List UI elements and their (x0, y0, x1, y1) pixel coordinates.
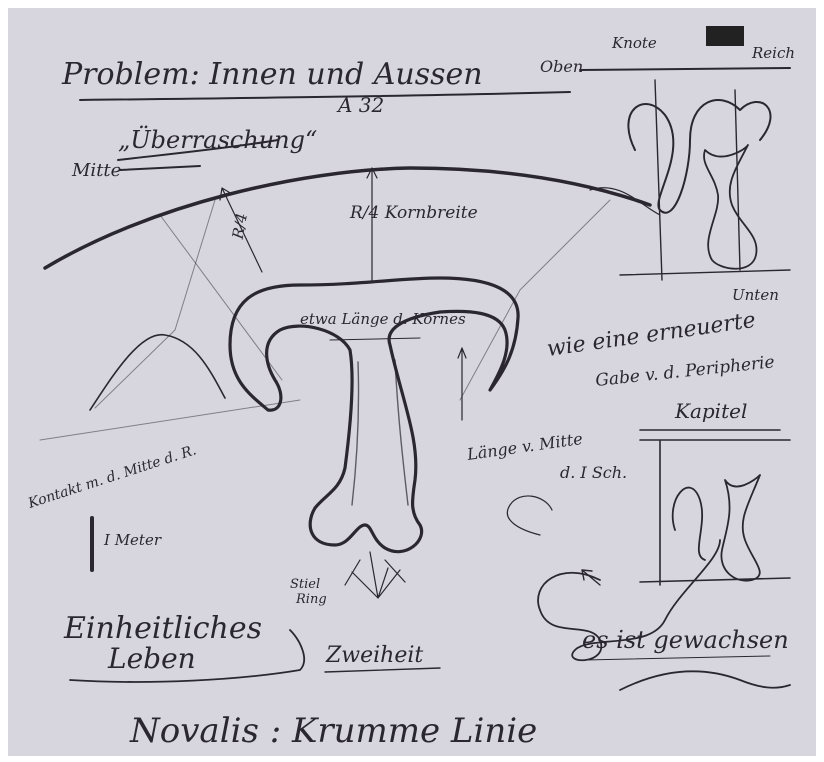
stiel-label-2: Ring (295, 592, 327, 607)
novalis-label: Novalis : Krumme Linie (129, 711, 537, 751)
stiel-label: Stiel (290, 577, 320, 592)
mitte-label: Mitte (71, 160, 121, 181)
obere-label: Oben (540, 57, 583, 76)
etwa-label: etwa Länge d. Kornes (300, 310, 466, 328)
reich-label: Reich (751, 44, 795, 62)
zweiheit-label: Zweiheit (325, 643, 423, 668)
corner-mark (706, 26, 744, 46)
laenge-label-2: d. I Sch. (560, 463, 627, 482)
einheitliches-label: Einheitliches (63, 611, 262, 646)
kornbreite-label: R/4 Kornbreite (349, 203, 478, 223)
leben-label: Leben (107, 642, 196, 675)
title-text: Problem: Innen und Aussen (61, 57, 483, 92)
meter-label: I Meter (103, 531, 162, 549)
ueberraschung-ref: A 32 (336, 93, 384, 117)
knoten-label: Knote (611, 34, 657, 52)
kapitel-label: Kapitel (674, 399, 747, 423)
gewachsen-label: es ist gewachsen (582, 626, 789, 654)
ueberraschung-text: „Überraschung“ (118, 125, 317, 154)
unten-label: Unten (732, 286, 779, 304)
